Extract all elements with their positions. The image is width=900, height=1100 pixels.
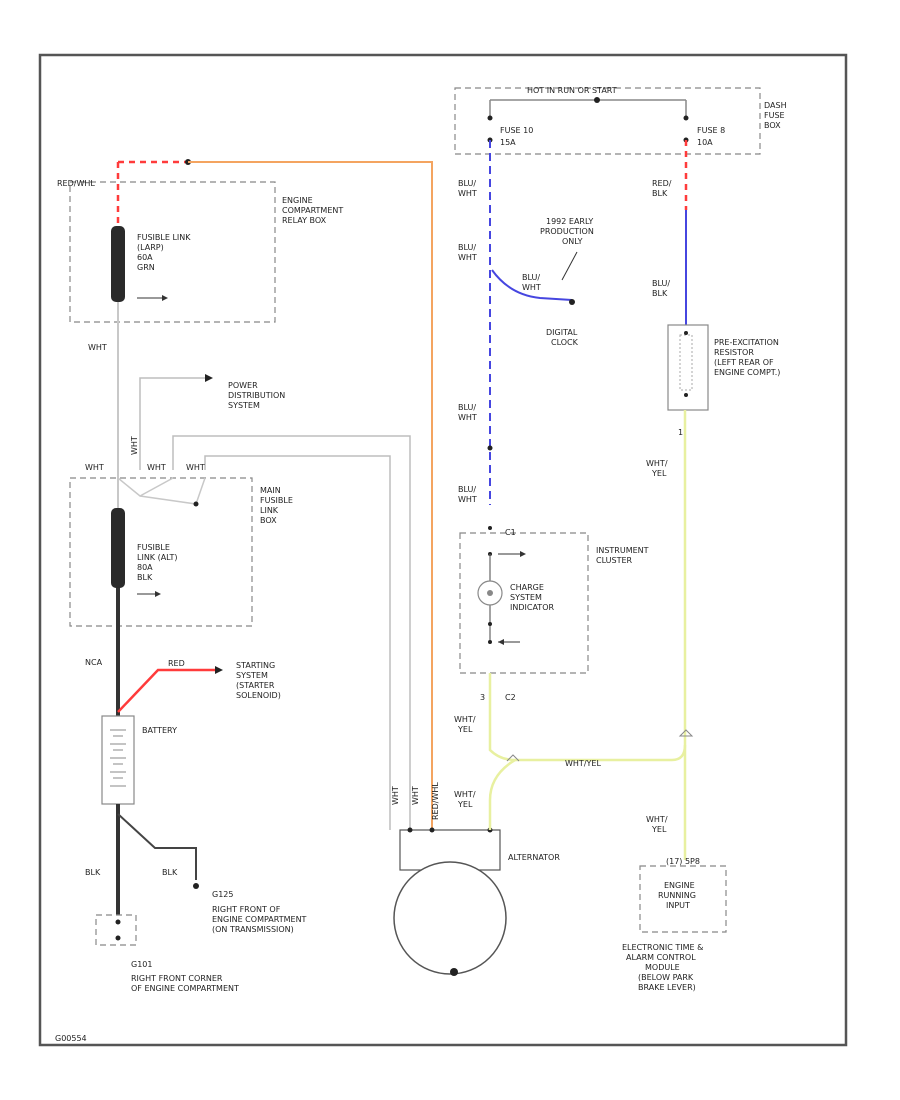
alternator-label: ALTERNATOR — [508, 853, 560, 862]
alternator — [393, 861, 507, 975]
blu-wht-label-1: BLU/WHT — [458, 179, 477, 198]
blu-wht-label-3: BLU/WHT — [458, 403, 477, 422]
red-blk-label: RED/BLK — [652, 179, 672, 198]
bus-dot — [594, 97, 600, 103]
battery-label: BATTERY — [142, 726, 177, 735]
wht-wire-alt-2 — [204, 455, 391, 830]
g101-label: G101 — [131, 960, 152, 969]
wht-yel-label-4: WHT/YEL — [646, 815, 668, 834]
wht-label-5: WHT — [186, 463, 205, 472]
blu-wht-label-2: BLU/WHT — [458, 243, 477, 262]
alt-wht-label: WHT — [391, 786, 400, 805]
wht-yel-horizontal — [488, 673, 687, 762]
fuse-8-label: FUSE 8 — [697, 126, 725, 135]
power-dist-wire — [139, 377, 205, 470]
redwhl-label: RED/WHL — [57, 179, 95, 188]
wire-nca-label: NCA — [85, 658, 103, 667]
wht-label-3: WHT — [85, 463, 104, 472]
hot-in-run-label: HOT IN RUN OR START — [527, 86, 617, 95]
wht-label-4: WHT — [147, 463, 166, 472]
c1-label: C1 — [505, 528, 516, 537]
blk-label-1: BLK — [85, 868, 101, 877]
dash-fuse-box — [454, 87, 761, 155]
g125-wire — [117, 813, 197, 880]
battery — [101, 715, 135, 805]
g125-label: G125 — [212, 890, 233, 899]
blu-blk-label: BLU/BLK — [652, 279, 670, 298]
blk-label-2: BLK — [162, 868, 178, 877]
wht-label-1: WHT — [88, 343, 107, 352]
etacm-box — [639, 865, 727, 933]
pre-excitation-resistor — [667, 324, 709, 411]
pin-c28-label: (17) 5P8 — [666, 857, 700, 866]
alt-redwhl-label: RED/WHL — [431, 782, 440, 820]
engine-relay-box — [69, 181, 276, 323]
red-starter-wire — [117, 668, 215, 713]
fuse-10-amp: 15A — [500, 138, 516, 147]
wire-red-label: RED — [168, 659, 185, 668]
clock-wire — [491, 269, 573, 301]
pin-3-label: 3 — [480, 693, 485, 702]
fusible-link-1 — [111, 226, 125, 302]
wht-label-2: WHT — [130, 436, 139, 455]
instrument-cluster — [459, 532, 589, 674]
main-fusible-link-box — [69, 477, 253, 627]
orange-wire — [188, 161, 433, 830]
wht-yel-horizontal-label: WHT/YEL — [565, 759, 601, 768]
diagram-frame — [38, 53, 848, 1047]
fuse-10-label: FUSE 10 — [500, 126, 533, 135]
blu-wht-label-4: BLU/WHT — [458, 485, 477, 504]
wht-yel-label-1: WHT/YEL — [454, 715, 476, 734]
fuse-8-amp: 10A — [697, 138, 713, 147]
c2-label: C2 — [505, 693, 516, 702]
wht-yel-label-3: WHT/YEL — [646, 459, 668, 478]
wht-yel-label-2: WHT/YEL — [454, 790, 476, 809]
g101-box — [95, 914, 137, 946]
wht-wire-alt-1 — [172, 435, 411, 830]
alt-wht2-label: WHT — [411, 786, 420, 805]
wht-yel-to-alt — [488, 758, 516, 830]
fusible-link-alt — [111, 508, 125, 588]
pin-1-label: 1 — [678, 428, 683, 437]
footer-code: G00554 — [55, 1034, 87, 1043]
blu-wht-label-5: BLU/WHT — [522, 273, 541, 292]
